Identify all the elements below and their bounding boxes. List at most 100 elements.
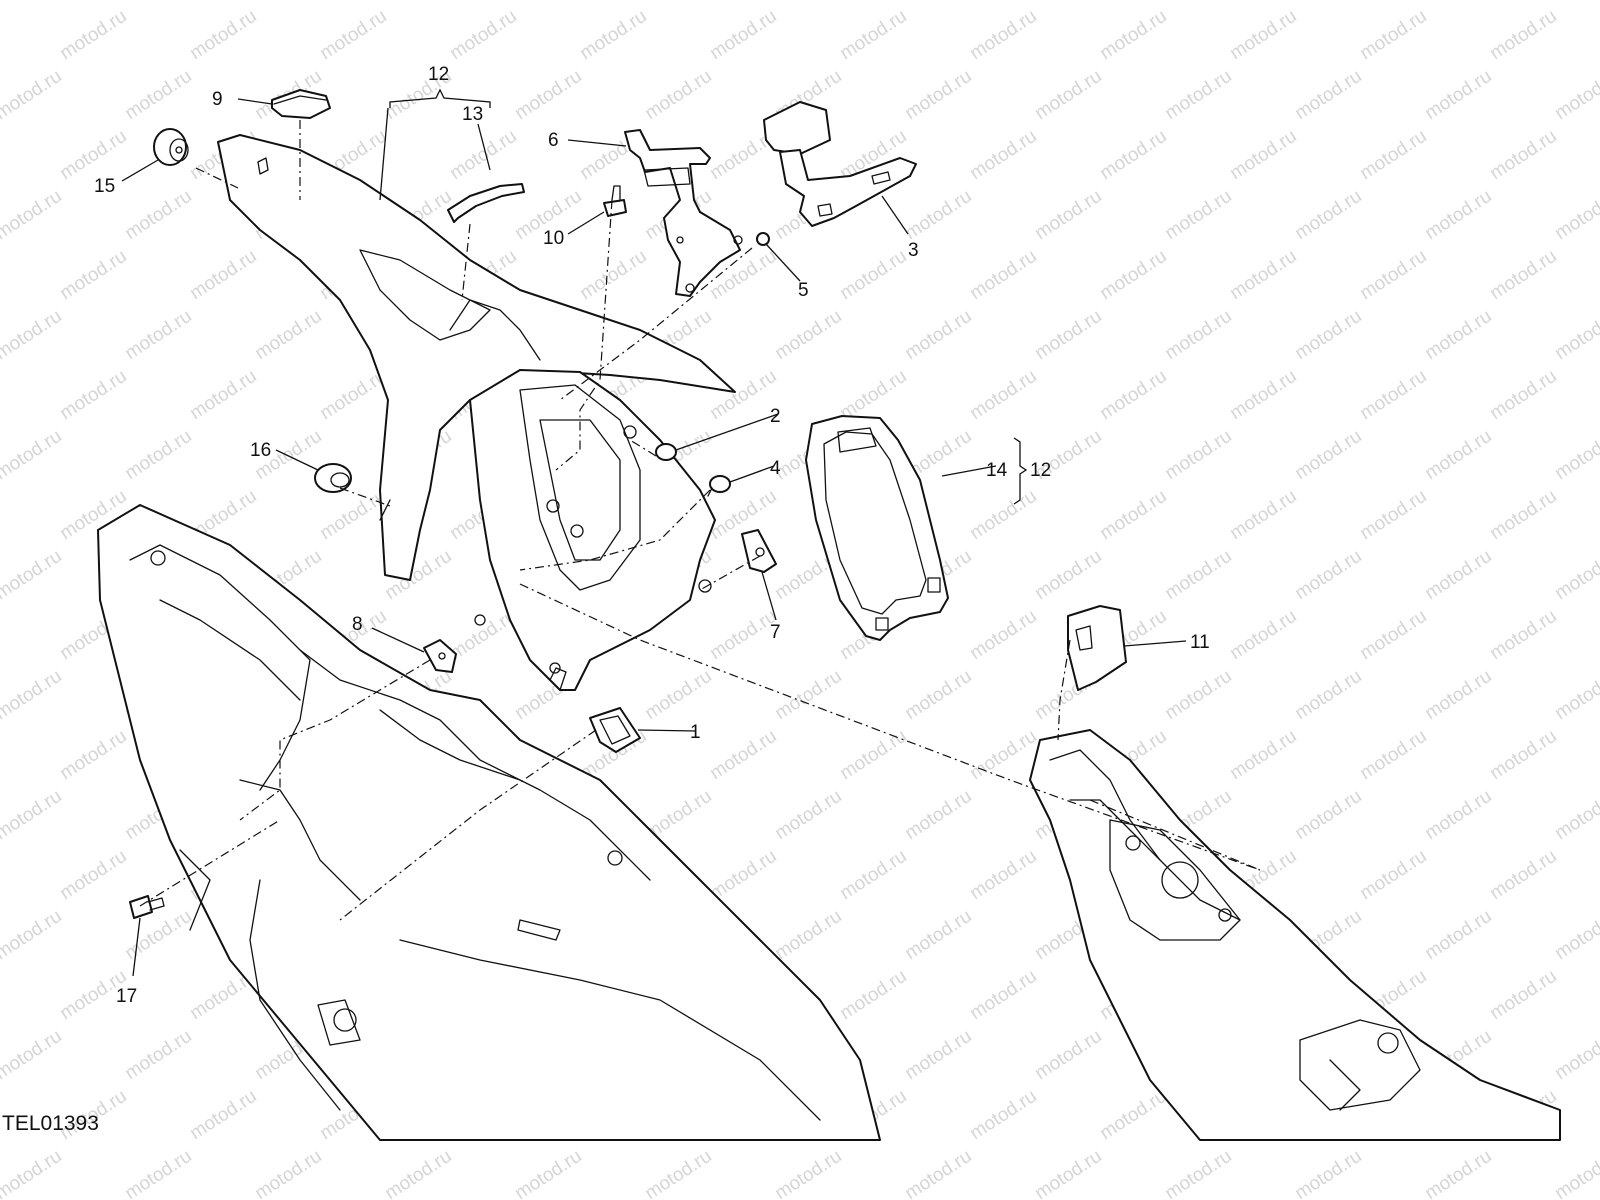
watermark-text: motod.ru: [1486, 846, 1560, 904]
watermark-text: motod.ru: [1226, 726, 1300, 784]
watermark-text: motod.ru: [1161, 186, 1235, 244]
watermark-text: motod.ru: [0, 666, 66, 724]
part-9-cap: [271, 89, 331, 119]
watermark-text: motod.ru: [966, 246, 1040, 304]
watermark-text: motod.ru: [901, 786, 975, 844]
callout-1: 1: [690, 722, 701, 743]
watermark-text: motod.ru: [0, 486, 1, 544]
watermark-text: motod.ru: [706, 726, 780, 784]
watermark-text: motod.ru: [576, 6, 650, 64]
watermark-text: motod.ru: [1226, 606, 1300, 664]
watermark-text: motod.ru: [1226, 366, 1300, 424]
watermark-text: motod.ru: [1291, 666, 1365, 724]
watermark-text: motod.ru: [1291, 306, 1365, 364]
watermark-text: motod.ru: [1551, 186, 1600, 244]
watermark-text: motod.ru: [0, 786, 66, 844]
watermark-text: motod.ru: [836, 246, 910, 304]
watermark-text: motod.ru: [1096, 6, 1170, 64]
callout-12-secondary: 12: [1030, 460, 1051, 481]
watermark-text: motod.ru: [56, 846, 130, 904]
watermark-text: motod.ru: [901, 66, 975, 124]
watermark-text: motod.ru: [1161, 306, 1235, 364]
watermark-text: motod.ru: [1356, 246, 1430, 304]
watermark-text: motod.ru: [771, 786, 845, 844]
part-15-grommet: [153, 128, 189, 166]
callout-6: 6: [548, 130, 559, 151]
watermark-text: motod.ru: [771, 906, 845, 964]
watermark-text: motod.ru: [0, 426, 66, 484]
watermark-text: motod.ru: [1031, 306, 1105, 364]
callout-3: 3: [908, 240, 919, 261]
watermark-text: motod.ru: [1356, 846, 1430, 904]
watermark-text: motod.ru: [0, 966, 1, 1024]
watermark-text: motod.ru: [706, 846, 780, 904]
watermark-text: motod.ru: [446, 6, 520, 64]
watermark-text: motod.ru: [1031, 186, 1105, 244]
watermark-text: motod.ru: [186, 1086, 260, 1144]
watermark-text: motod.ru: [1031, 546, 1105, 604]
watermark-text: motod.ru: [251, 306, 325, 364]
watermark-text: motod.ru: [511, 1146, 585, 1200]
watermark-text: motod.ru: [1421, 306, 1495, 364]
watermark-text: motod.ru: [1421, 906, 1495, 964]
watermark-text: motod.ru: [1486, 246, 1560, 304]
watermark-text: motod.ru: [56, 726, 130, 784]
watermark-text: motod.ru: [0, 1026, 66, 1084]
watermark-text: motod.ru: [56, 246, 130, 304]
watermark-text: motod.ru: [251, 0, 325, 4]
watermark-text: motod.ru: [836, 6, 910, 64]
watermark-text: motod.ru: [836, 726, 910, 784]
part-7-clip: [741, 529, 777, 573]
watermark-text: motod.ru: [1486, 126, 1560, 184]
watermark-text: motod.ru: [901, 666, 975, 724]
watermark-text: motod.ru: [901, 186, 975, 244]
watermark-text: motod.ru: [1551, 426, 1600, 484]
watermark-text: motod.ru: [901, 1026, 975, 1084]
watermark-text: motod.ru: [1356, 126, 1430, 184]
callout-4: 4: [770, 458, 781, 479]
watermark-text: motod.ru: [1551, 906, 1600, 964]
callout-11: 11: [1190, 632, 1210, 653]
watermark-text: motod.ru: [0, 0, 66, 4]
watermark-text: motod.ru: [251, 1146, 325, 1200]
watermark-text: motod.ru: [901, 1146, 975, 1200]
watermark-text: motod.ru: [1096, 366, 1170, 424]
watermark-text: motod.ru: [0, 66, 66, 124]
part-16-grommet: [314, 463, 352, 493]
callout-17: 17: [116, 986, 137, 1007]
watermark-text: motod.ru: [966, 126, 1040, 184]
part-5-nut: [756, 232, 770, 246]
brace-12-right: [1013, 437, 1028, 505]
watermark-text: motod.ru: [121, 66, 195, 124]
watermark-text: motod.ru: [1096, 246, 1170, 304]
watermark-text: motod.ru: [0, 246, 1, 304]
watermark-text: motod.ru: [576, 246, 650, 304]
watermark-text: motod.ru: [121, 0, 195, 4]
callout-16: 16: [250, 440, 271, 461]
watermark-text: motod.ru: [1291, 186, 1365, 244]
callout-5: 5: [798, 280, 809, 301]
watermark-text: motod.ru: [1356, 726, 1430, 784]
watermark-text: motod.ru: [1226, 486, 1300, 544]
watermark-text: motod.ru: [966, 1086, 1040, 1144]
watermark-text: motod.ru: [1486, 486, 1560, 544]
watermark-text: motod.ru: [1551, 1146, 1600, 1200]
watermark-text: motod.ru: [1291, 1146, 1365, 1200]
callout-14: 14: [986, 460, 1008, 481]
part-14-frame: [805, 415, 949, 641]
watermark-text: motod.ru: [1551, 546, 1600, 604]
drawing-code: TEL01393: [2, 1112, 99, 1135]
part-11-cover: [1067, 605, 1127, 691]
callout-leaders: [121, 98, 1187, 977]
callout-12: 12: [428, 64, 449, 85]
watermark-text: motod.ru: [966, 726, 1040, 784]
watermark-text: motod.ru: [1421, 186, 1495, 244]
callout-13: 13: [462, 104, 483, 125]
watermark-text: motod.ru: [186, 246, 260, 304]
watermark-text: motod.ru: [0, 306, 66, 364]
watermark-text: motod.ru: [1486, 6, 1560, 64]
watermark-text: motod.ru: [901, 306, 975, 364]
watermark-text: motod.ru: [1031, 0, 1105, 4]
watermark-text: motod.ru: [1226, 126, 1300, 184]
